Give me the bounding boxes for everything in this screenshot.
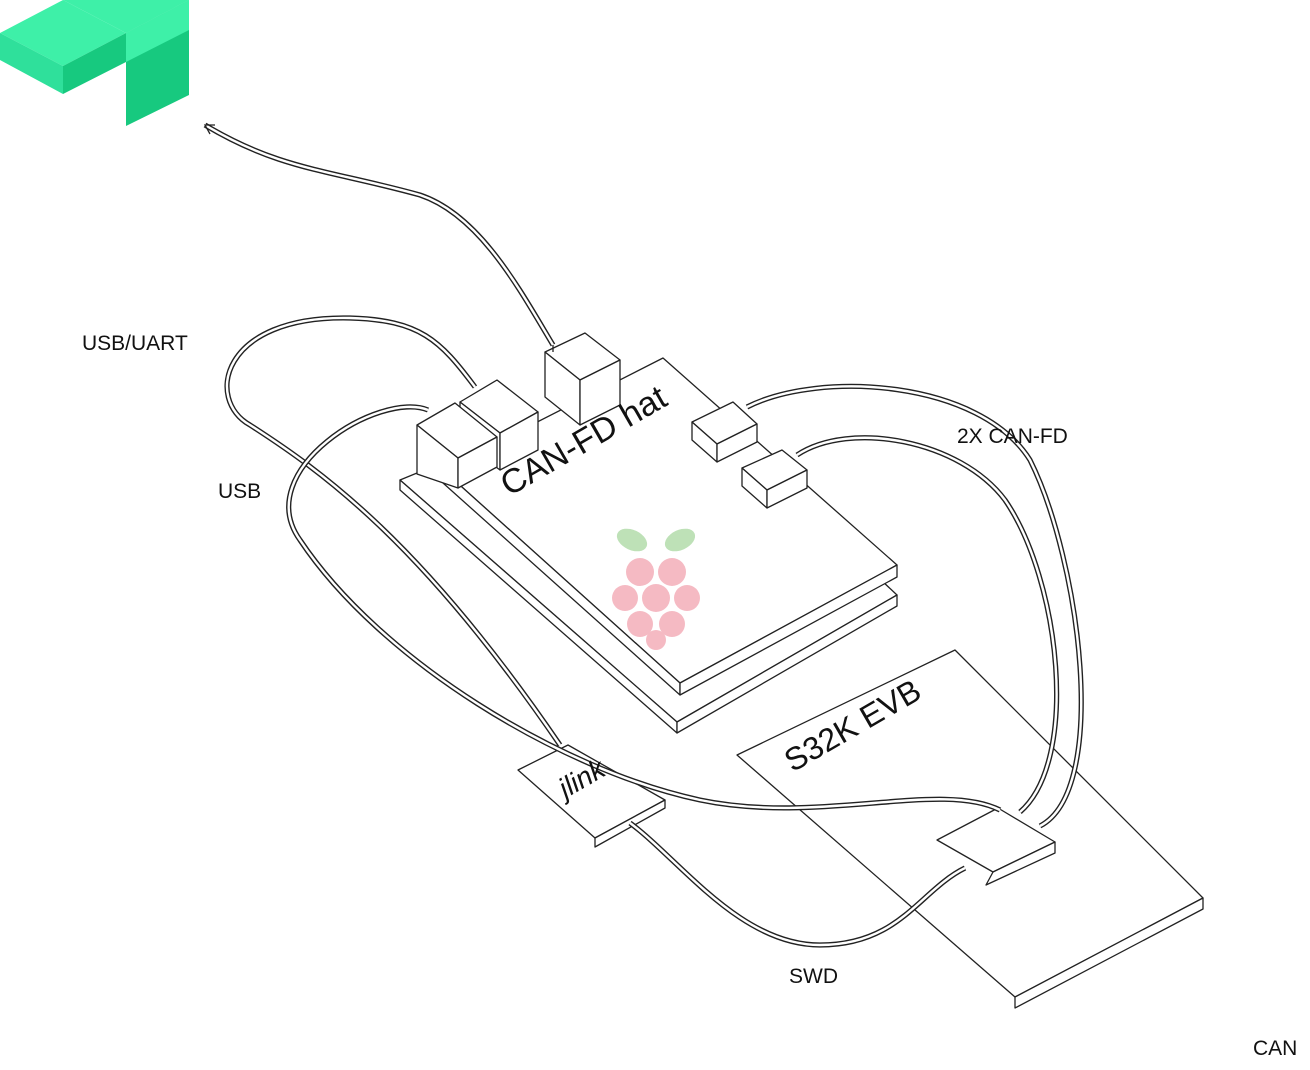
- can-fd-hat-board: [442, 357, 898, 696]
- usb-uart-label: USB/UART: [82, 332, 188, 355]
- cables: [224, 315, 1084, 948]
- usb-label: USB: [218, 480, 262, 503]
- pi-connectors: [416, 332, 621, 489]
- network-arrow: [203, 122, 556, 347]
- swd-label: SWD: [789, 965, 838, 988]
- brand-logo-icon: [0, 0, 189, 126]
- can-label: CAN: [1253, 1037, 1298, 1060]
- evb-can-chip: [936, 807, 1056, 886]
- can-fd-label: 2X CAN-FD: [957, 425, 1068, 448]
- can-connectors: [691, 401, 808, 509]
- raspberry-pi-icon: [612, 528, 700, 650]
